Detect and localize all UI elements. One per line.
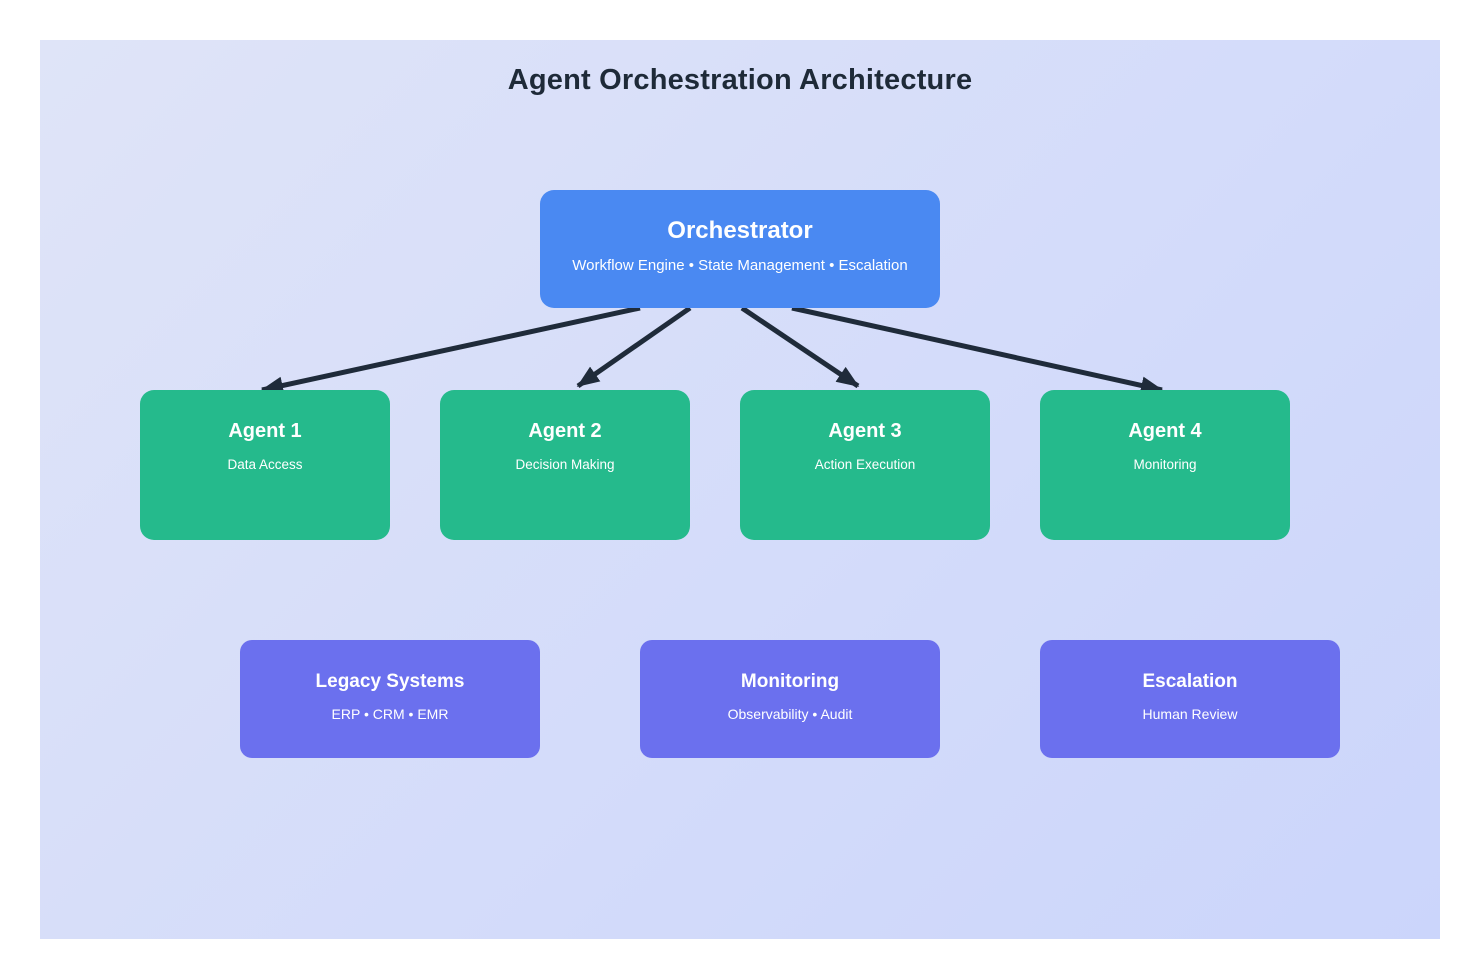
agent-3-subtitle: Action Execution [814, 457, 916, 472]
escalation-box: Escalation Human Review [1040, 640, 1340, 758]
monitoring-subtitle: Observability • Audit [727, 706, 853, 722]
agent-2-subtitle: Decision Making [515, 457, 615, 472]
agent-4-box: Agent 4 Monitoring [1040, 390, 1290, 540]
agent-1-subtitle: Data Access [227, 457, 303, 472]
escalation-title: Escalation [1142, 671, 1238, 692]
legacy-systems-subtitle: ERP • CRM • EMR [331, 706, 449, 722]
agent-3-box: Agent 3 Action Execution [740, 390, 990, 540]
monitoring-title: Monitoring [740, 671, 840, 692]
agent-2-box: Agent 2 Decision Making [440, 390, 690, 540]
arrow-orchestrator-to-agent-1 [260, 305, 641, 395]
legacy-systems-title: Legacy Systems [315, 671, 465, 692]
page-title: Agent Orchestration Architecture [507, 64, 973, 96]
agent-1-title: Agent 1 [228, 420, 302, 442]
agent-1-box: Agent 1 Data Access [140, 390, 390, 540]
monitoring-box: Monitoring Observability • Audit [640, 640, 940, 758]
agent-3-title: Agent 3 [828, 420, 902, 442]
arrow-orchestrator-to-agent-2 [576, 305, 692, 389]
agent-4-title: Agent 4 [1128, 420, 1202, 442]
arrow-orchestrator-to-agent-3 [740, 305, 860, 389]
diagram-canvas: Agent Orchestration Architecture Orchest… [40, 40, 1440, 939]
orchestrator-box: Orchestrator Workflow Engine • State Man… [540, 190, 940, 308]
arrow-orchestrator-to-agent-4 [791, 305, 1164, 395]
escalation-subtitle: Human Review [1142, 706, 1238, 722]
agent-2-title: Agent 2 [528, 420, 602, 442]
agent-4-subtitle: Monitoring [1133, 457, 1197, 472]
orchestrator-subtitle: Workflow Engine • State Management • Esc… [572, 257, 908, 274]
orchestrator-title: Orchestrator [667, 217, 813, 244]
legacy-systems-box: Legacy Systems ERP • CRM • EMR [240, 640, 540, 758]
